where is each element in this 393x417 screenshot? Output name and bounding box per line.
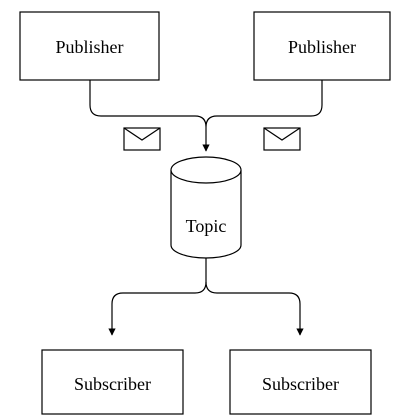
topic-split-connector	[205, 281, 304, 336]
subscriber-label-2: Subscriber	[262, 374, 339, 394]
publisher-node-1: Publisher	[19, 11, 160, 81]
subscriber-node-2: Subscriber	[229, 349, 372, 415]
topic-label: Topic	[186, 216, 227, 236]
envelope-icon	[123, 127, 161, 151]
topic-cylinder-top	[170, 156, 242, 184]
publisher-label-1: Publisher	[55, 37, 123, 57]
subscriber-label-1: Subscriber	[74, 374, 151, 394]
topic-cylinder	[170, 170, 242, 259]
envelope-icon	[263, 127, 301, 151]
publisher-node-2: Publisher	[253, 11, 391, 81]
subscriber-node-1: Subscriber	[41, 349, 184, 415]
publisher-label-2: Publisher	[288, 37, 356, 57]
topic-node: Topic	[170, 156, 242, 259]
topic-split-connector	[108, 258, 207, 336]
publisher-merge-connector	[89, 80, 323, 151]
